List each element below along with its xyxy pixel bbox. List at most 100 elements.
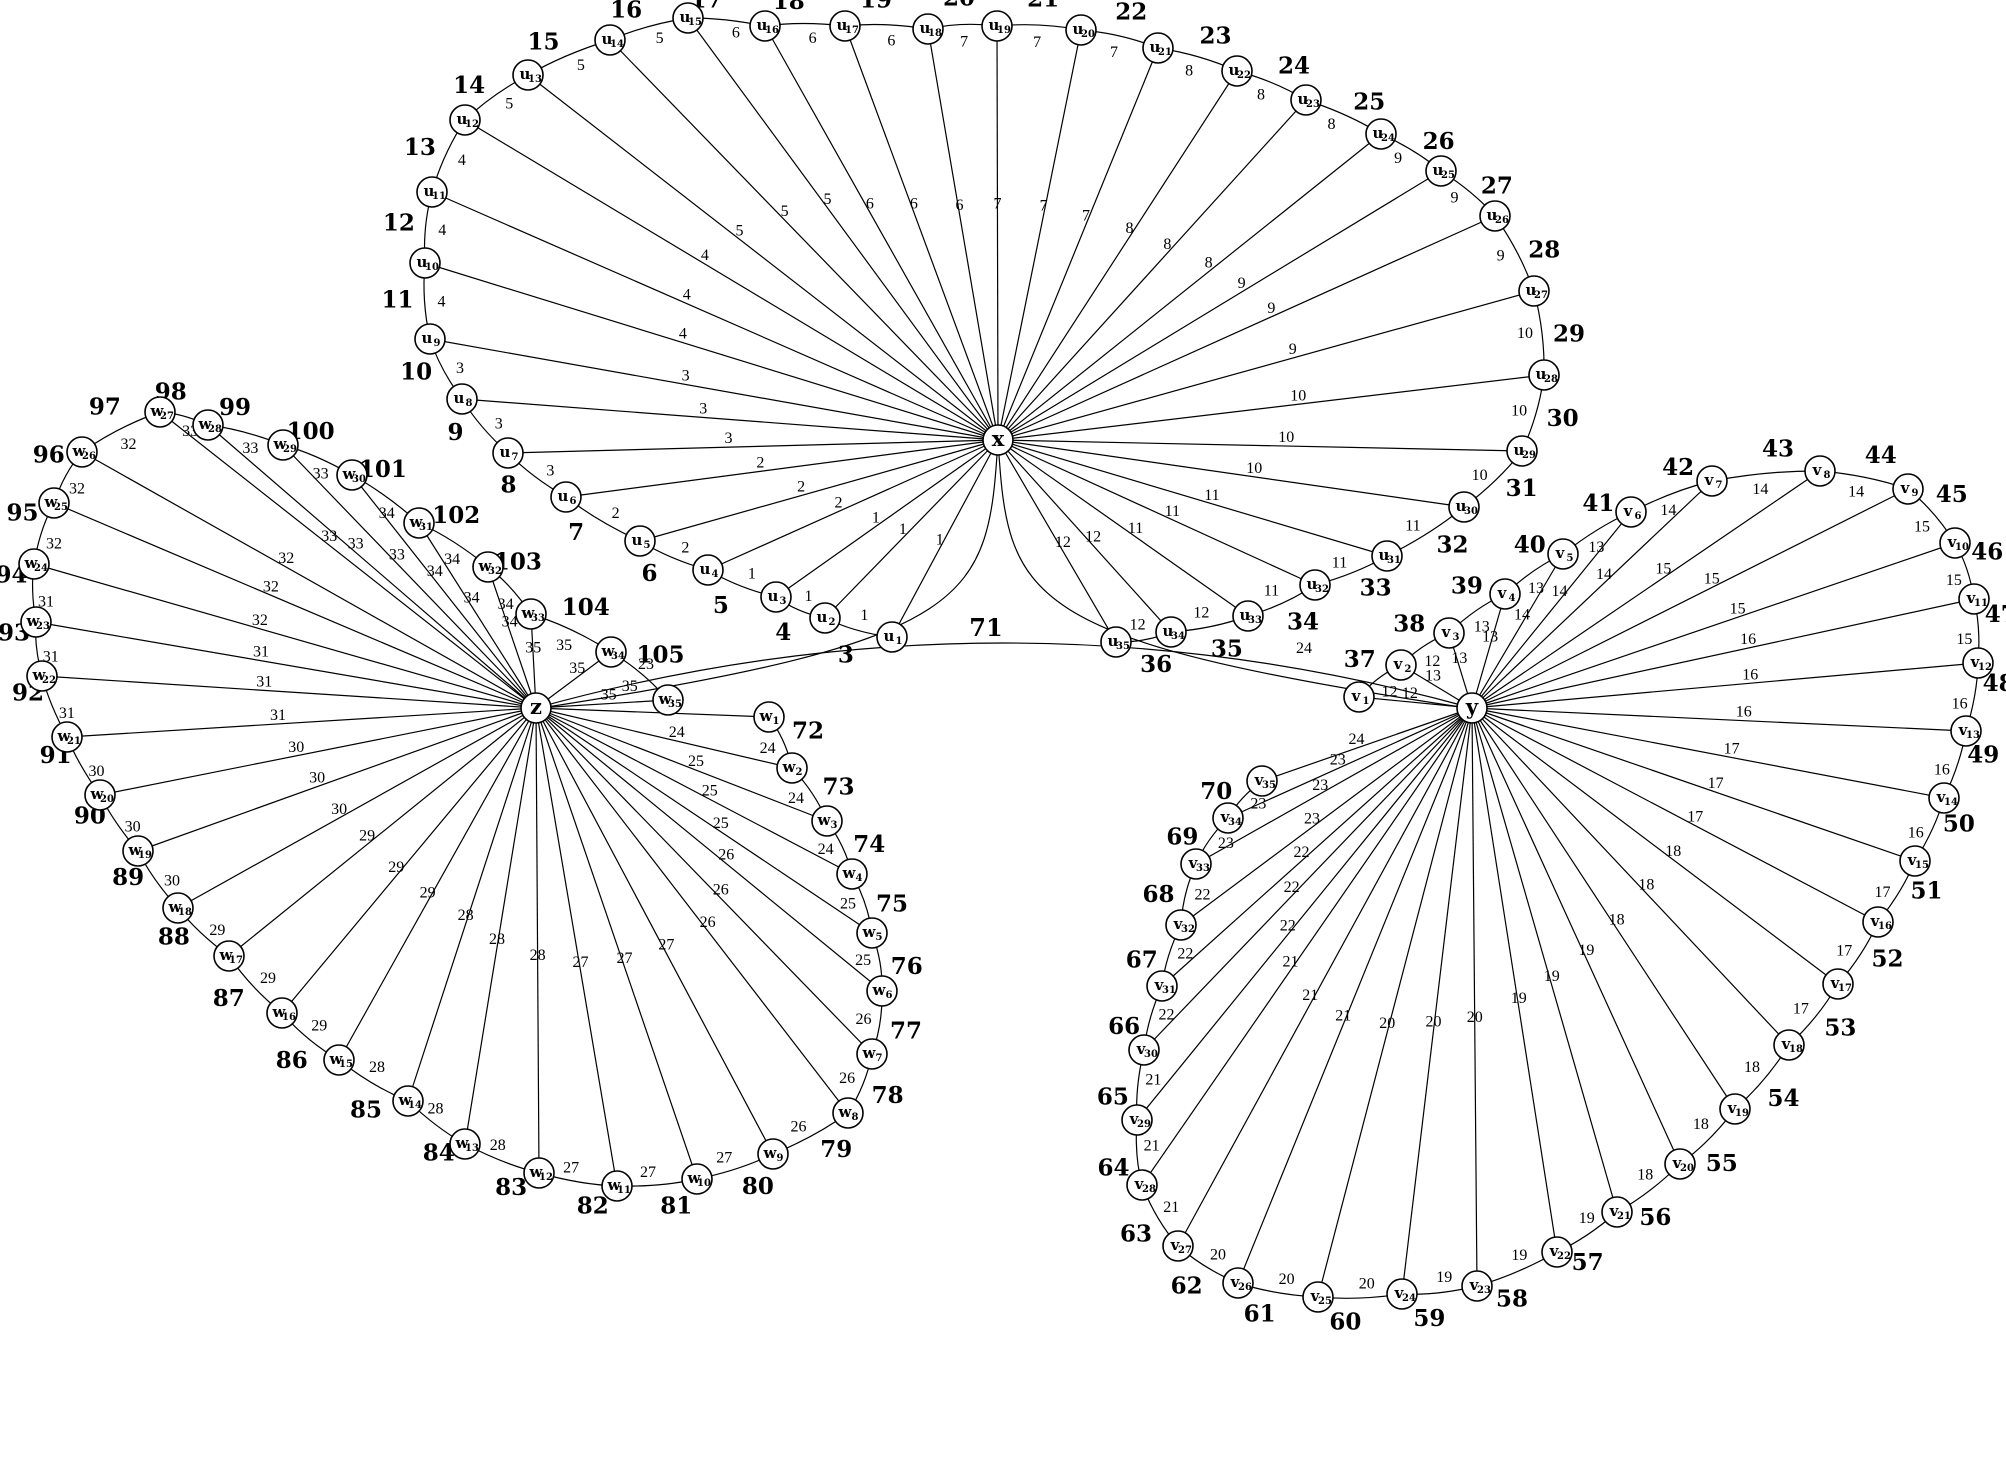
vertex-label: 42	[1662, 454, 1694, 481]
spoke-edge-label: 24	[669, 724, 685, 741]
spoke-edge	[464, 707, 537, 1145]
vertex-label: 11	[382, 287, 414, 314]
spoke-edge-label: 28	[458, 907, 474, 924]
vertex-circle	[192, 409, 224, 441]
hub-name: y	[1465, 694, 1479, 719]
vertex-name: v	[1170, 1236, 1181, 1254]
spoke-edge-label: 3	[699, 400, 707, 417]
vertex-name: w	[342, 465, 357, 483]
vertex-name: w	[872, 981, 887, 999]
vertex-name: w	[601, 642, 616, 660]
vertex-index: 28	[208, 424, 222, 435]
vertex-name: u	[632, 531, 643, 549]
vertex-label: 95	[7, 500, 39, 527]
spoke-edge	[1227, 707, 1473, 819]
path-edge-label: 12	[1193, 605, 1209, 622]
vertex-u23: u23	[1290, 84, 1322, 116]
vertex-name: v	[1781, 1035, 1792, 1053]
spoke-edge-label: 22	[1284, 879, 1300, 896]
hub-edge-x-z-label: 23	[638, 656, 654, 673]
vertex-index: 26	[1495, 215, 1509, 226]
vertex-label: 20	[943, 0, 975, 12]
spoke-edge-label: 9	[1289, 341, 1297, 358]
vertex-u11: u11	[416, 176, 448, 208]
spoke-edge-label: 16	[1736, 704, 1752, 721]
path-edge-label: 9	[1394, 150, 1402, 167]
vertex-index: 12	[465, 119, 479, 130]
spoke-edge-label: 34	[427, 563, 443, 580]
spoke-edge	[137, 707, 537, 852]
vertex-index: 27	[1534, 290, 1548, 301]
vertex-circle	[681, 1163, 713, 1195]
vertex-index: 4	[1509, 593, 1516, 604]
path-edge-label: 6	[809, 30, 817, 47]
vertex-label: 77	[890, 1017, 922, 1044]
path-edge-label: 22	[1194, 887, 1210, 904]
vertex-name: v	[1230, 1273, 1241, 1291]
spoke-edge	[1180, 707, 1473, 926]
spoke-edge	[997, 47, 1159, 441]
vertex-name: w	[521, 604, 536, 622]
vertex-circle	[811, 805, 843, 837]
vertex-label: 25	[1353, 89, 1385, 116]
vertex-label: 18	[773, 0, 805, 15]
vertex-circle	[1506, 435, 1538, 467]
path-edge-label: 16	[1908, 824, 1924, 841]
path-edge-label: 1	[860, 607, 868, 624]
vertex-name: w	[44, 493, 59, 511]
vertex-w22: w22	[26, 660, 58, 692]
vertex-label: 80	[742, 1173, 774, 1200]
vertex-name: v	[1469, 1276, 1480, 1294]
vertex-circle	[1719, 1093, 1751, 1125]
vertex-index: 31	[1162, 985, 1176, 996]
vertex-index: 19	[138, 850, 152, 861]
vertex-index: 26	[82, 451, 96, 462]
vertex-label: 9	[448, 419, 464, 446]
vertex-name: v	[1154, 976, 1165, 994]
vertex-index: 24	[34, 563, 48, 574]
vertex-circle	[981, 10, 1013, 42]
vertex-w32: w32	[472, 551, 504, 583]
path-edge-label: 12	[1424, 653, 1440, 670]
vertex-circle	[1365, 118, 1397, 150]
path-edge-label: 34	[379, 505, 395, 522]
spoke-edge	[535, 707, 883, 992]
vertex-label: 105	[636, 642, 684, 669]
vertex-name: w	[219, 946, 234, 964]
vertex-label: 66	[1108, 1013, 1140, 1040]
spoke-edge-label: 35	[569, 660, 585, 677]
vertex-u26: u26	[1479, 200, 1511, 232]
vertex-name: u	[1307, 575, 1318, 593]
spoke-edge-label: 22	[1294, 844, 1310, 861]
vertex-index: 18	[928, 28, 942, 39]
vertex-label: 78	[872, 1082, 904, 1109]
vertex-index: 15	[1915, 860, 1929, 871]
path-edge-label: 6	[732, 24, 740, 41]
vertex-v18: v18	[1773, 1029, 1805, 1061]
spoke-edge-label: 11	[1165, 503, 1180, 520]
hub-edge-x-z	[540, 439, 999, 709]
vertex-index: 15	[688, 17, 702, 28]
spoke-edge-label: 8	[1125, 220, 1133, 237]
vertex-name: w	[398, 1091, 413, 1109]
vertex-u33: u33	[1232, 600, 1264, 632]
vertex-label: 82	[577, 1193, 609, 1220]
vertex-circle	[162, 892, 194, 924]
spoke-edge	[207, 424, 537, 709]
vertex-circle	[1155, 616, 1187, 648]
spoke-edge-label: 35	[525, 639, 541, 656]
spoke-edge	[535, 707, 774, 1155]
spoke-edge-label: 20	[1379, 1015, 1395, 1032]
vertex-name: u	[1298, 90, 1309, 108]
path-edge-label: 8	[1185, 63, 1193, 80]
vertex-circle	[266, 997, 298, 1029]
vertex-circle	[1939, 527, 1971, 559]
vertex-index: 19	[1735, 1108, 1749, 1119]
vertex-label: 7	[568, 519, 584, 546]
vertex-circle	[595, 636, 627, 668]
vertex-label: 48	[1983, 670, 2006, 697]
spoke-edge	[535, 707, 698, 1180]
